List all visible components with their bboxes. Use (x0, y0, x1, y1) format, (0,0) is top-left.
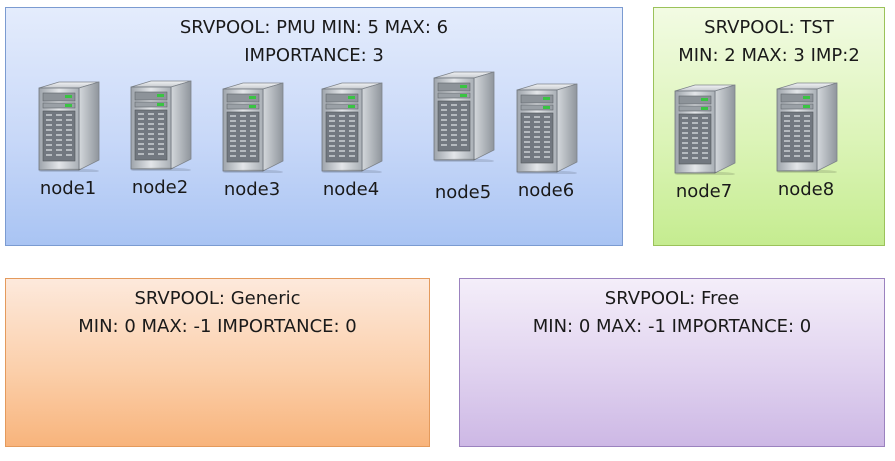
server-tower-icon (513, 82, 579, 174)
node1-label: node1 (39, 178, 97, 199)
node8-label: node8 (777, 179, 835, 200)
node8[interactable]: node8 (766, 81, 846, 201)
node7-label: node7 (675, 181, 733, 202)
server-tower-icon (219, 81, 285, 173)
server-tower-icon (318, 81, 384, 173)
node6-label: node6 (517, 180, 575, 201)
srvpool-free-box: SRVPOOL: Free MIN: 0 MAX: -1 IMPORTANCE:… (459, 278, 885, 447)
node5-label: node5 (434, 182, 492, 203)
server-tower-icon (430, 70, 496, 162)
node2-label: node2 (131, 177, 189, 198)
srvpool-pmu-box: SRVPOOL: PMU MIN: 5 MAX: 6 IMPORTANCE: 3… (5, 7, 623, 246)
node5[interactable]: node5 (423, 70, 503, 204)
node4[interactable]: node4 (311, 81, 391, 201)
server-tower-icon (127, 79, 193, 171)
server-tower-icon (773, 81, 839, 173)
server-tower-icon (35, 80, 101, 172)
srvpool-pmu-importance: IMPORTANCE: 3 (244, 45, 384, 66)
srvpool-free-limits: MIN: 0 MAX: -1 IMPORTANCE: 0 (532, 316, 812, 337)
node3[interactable]: node3 (212, 81, 292, 201)
node7[interactable]: node7 (664, 83, 744, 203)
srvpool-generic-title: SRVPOOL: Generic (134, 288, 301, 309)
server-tower-icon (671, 83, 737, 175)
node6[interactable]: node6 (506, 82, 586, 202)
srvpool-free-title: SRVPOOL: Free (604, 288, 740, 309)
srvpool-tst-title: SRVPOOL: TST (704, 17, 834, 38)
srvpool-tst-box: SRVPOOL: TST MIN: 2 MAX: 3 IMP:2 node7 n… (653, 7, 885, 246)
node1[interactable]: node1 (28, 80, 108, 200)
srvpool-tst-limits: MIN: 2 MAX: 3 IMP:2 (678, 45, 860, 66)
srvpool-generic-box: SRVPOOL: Generic MIN: 0 MAX: -1 IMPORTAN… (5, 278, 430, 447)
srvpool-pmu-title: SRVPOOL: PMU MIN: 5 MAX: 6 (179, 17, 449, 38)
node4-label: node4 (322, 179, 380, 200)
srvpool-generic-limits: MIN: 0 MAX: -1 IMPORTANCE: 0 (78, 316, 357, 337)
node3-label: node3 (223, 179, 281, 200)
node2[interactable]: node2 (120, 79, 200, 199)
